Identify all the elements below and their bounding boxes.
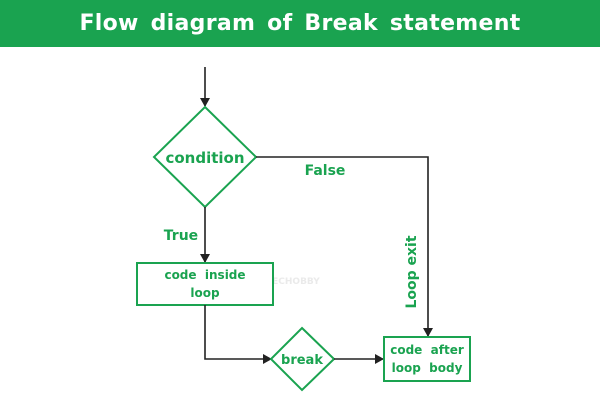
- false-arrow: [256, 156, 433, 337]
- false-label: False: [305, 163, 346, 179]
- to-break-arrow: [204, 305, 272, 364]
- code-after-loop-line2: loop body: [392, 361, 463, 375]
- break-label: break: [281, 353, 323, 368]
- page-title: Flow diagram of Break statement: [79, 11, 521, 36]
- code-inside-loop-line2: loop: [190, 286, 220, 300]
- break-diamond: [269, 326, 336, 392]
- header-bar: Flow diagram of Break statement: [0, 0, 600, 47]
- svg-text:TECHOBBY: TECHOBBY: [266, 277, 320, 287]
- true-label: True: [164, 228, 198, 244]
- code-inside-loop-box: [136, 262, 274, 306]
- code-after-loop-line1: code after: [390, 343, 464, 357]
- code-inside-loop-line1: code inside: [164, 268, 245, 282]
- code-after-loop-box: [383, 336, 471, 382]
- loop-exit-label: Loop exit: [404, 235, 420, 308]
- condition-label: condition: [165, 149, 244, 167]
